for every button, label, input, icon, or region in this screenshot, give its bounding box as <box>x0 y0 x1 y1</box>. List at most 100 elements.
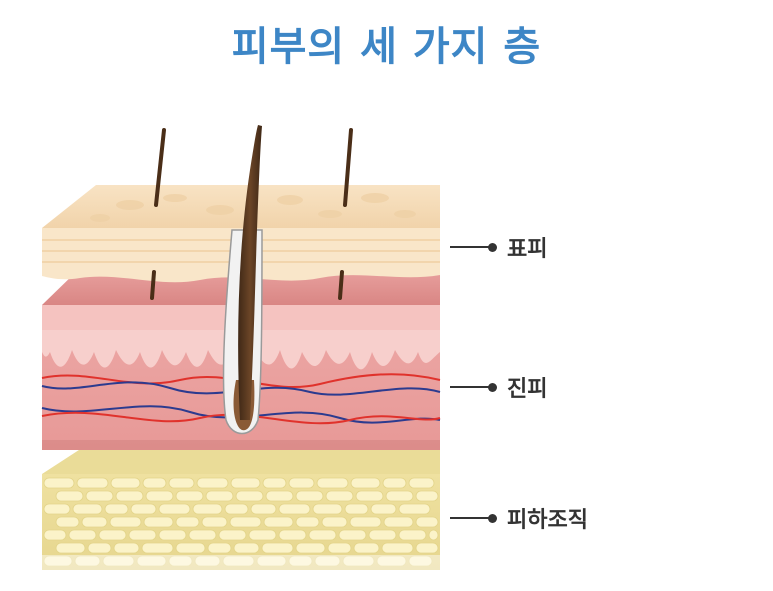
hair-follicle <box>222 125 263 435</box>
fat-cell <box>194 555 221 567</box>
fat-cell <box>175 542 206 554</box>
fat-cell <box>43 555 73 567</box>
fat-cell <box>76 477 109 489</box>
fat-cell <box>81 516 108 528</box>
fat-cell <box>398 503 431 515</box>
fat-cell <box>321 516 348 528</box>
fat-cell <box>385 490 414 502</box>
fat-cell <box>312 503 343 515</box>
fat-cell <box>87 542 112 554</box>
fat-cell <box>128 529 157 541</box>
fat-cell <box>248 529 277 541</box>
fat-cell <box>262 477 287 489</box>
fat-cell <box>68 529 97 541</box>
fat-cell <box>288 477 315 489</box>
fat-cell <box>428 529 439 541</box>
fat-cell <box>383 516 414 528</box>
fat-cell <box>308 529 337 541</box>
connector-dot <box>488 513 497 523</box>
fat-cell <box>408 477 435 489</box>
fat-cell <box>376 555 407 567</box>
fat-cells <box>43 477 439 567</box>
fat-cell <box>98 529 127 541</box>
label-dermis: 진피 <box>450 372 547 402</box>
fat-cell <box>43 477 75 489</box>
fat-cell <box>263 516 294 528</box>
fat-cell <box>192 503 223 515</box>
fat-cell <box>233 542 260 554</box>
fat-cell <box>158 529 187 541</box>
fat-cell <box>229 516 262 528</box>
subcutis-layer <box>42 448 440 575</box>
fat-cell <box>115 490 144 502</box>
fat-cell <box>355 490 384 502</box>
fat-cell <box>382 477 407 489</box>
fat-cell <box>136 555 167 567</box>
fat-cell <box>295 490 324 502</box>
fat-cell <box>349 516 382 528</box>
fat-cell <box>325 490 354 502</box>
fat-cell <box>408 555 433 567</box>
connector-line <box>450 517 490 519</box>
label-epidermis-text: 표피 <box>507 237 548 262</box>
fat-cell <box>235 490 264 502</box>
fat-cell <box>230 477 261 489</box>
fat-cell <box>224 503 249 515</box>
fat-cell <box>218 529 247 541</box>
fat-cell <box>344 503 369 515</box>
fat-cell <box>278 503 311 515</box>
connector-dot <box>488 242 497 252</box>
label-epidermis: 표피 <box>450 232 547 262</box>
fat-cell <box>415 490 439 502</box>
fat-cell <box>113 542 140 554</box>
fat-cell <box>43 503 71 515</box>
fat-cell <box>370 503 397 515</box>
fat-cell <box>104 503 129 515</box>
fat-cell <box>353 542 380 554</box>
fat-cell <box>55 490 84 502</box>
fat-cell <box>327 542 352 554</box>
fat-cell <box>316 477 349 489</box>
fat-cell <box>175 490 204 502</box>
fat-cell <box>415 542 439 554</box>
fat-cell <box>250 503 277 515</box>
fat-cell <box>256 555 287 567</box>
connector-line <box>450 246 490 248</box>
fat-cell <box>205 490 234 502</box>
fat-cell <box>314 555 341 567</box>
fat-cell <box>85 490 114 502</box>
fat-cell <box>350 477 381 489</box>
fat-cell <box>168 477 195 489</box>
small-hair-left <box>150 128 166 300</box>
fat-cell <box>141 542 174 554</box>
fat-cell <box>295 516 320 528</box>
fat-cell <box>415 516 439 528</box>
label-dermis-text: 진피 <box>507 377 548 402</box>
fat-cell <box>175 516 200 528</box>
fat-cell <box>288 555 313 567</box>
fat-cell <box>55 516 80 528</box>
fat-cell <box>109 516 142 528</box>
fat-cell <box>201 516 228 528</box>
fat-cell <box>261 542 294 554</box>
fat-cell <box>338 529 367 541</box>
fat-cell <box>222 555 255 567</box>
fat-cell <box>130 503 157 515</box>
fat-cell <box>74 555 101 567</box>
fat-cell <box>295 542 326 554</box>
connector-line <box>450 386 490 388</box>
fat-cell <box>278 529 307 541</box>
fat-cell <box>158 503 191 515</box>
label-subcutis-text: 피하조직 <box>507 508 588 533</box>
fat-cell <box>381 542 414 554</box>
fat-cell <box>342 555 375 567</box>
fat-cell <box>72 503 103 515</box>
label-subcutis: 피하조직 <box>450 503 588 533</box>
connector-dot <box>488 382 497 392</box>
fat-cell <box>265 490 294 502</box>
fat-cell <box>196 477 229 489</box>
fat-cell <box>368 529 397 541</box>
fat-cell <box>188 529 217 541</box>
fat-cell <box>168 555 193 567</box>
